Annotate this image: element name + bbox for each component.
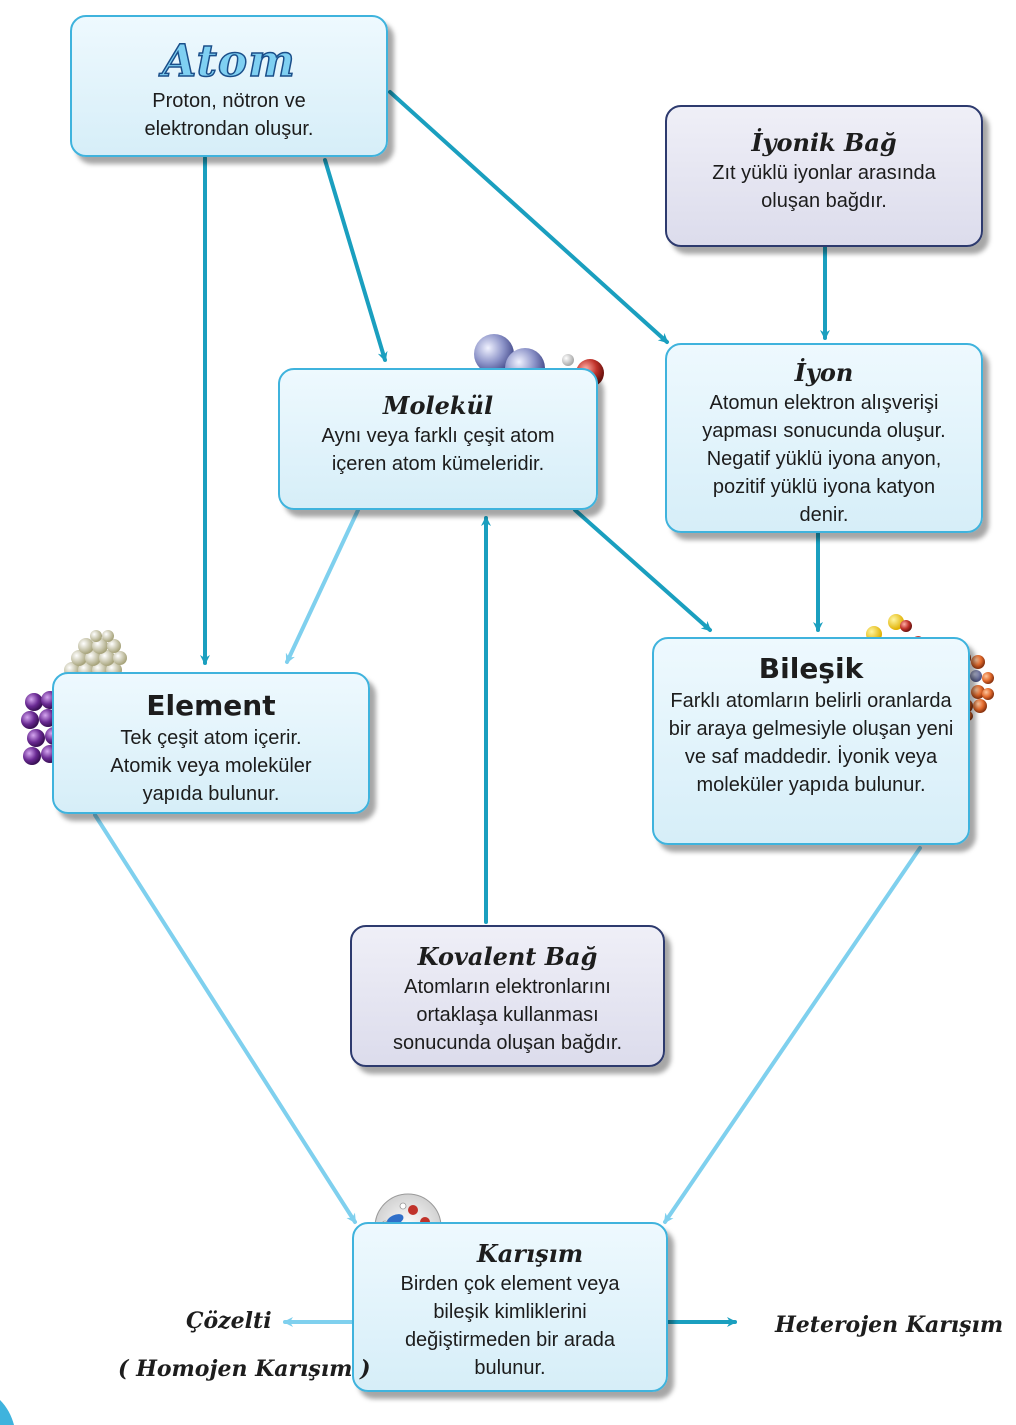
label-cozelti: Çözelti	[186, 1308, 272, 1334]
node-molekul-title: Molekül	[382, 391, 494, 420]
corner-accent	[0, 1400, 14, 1425]
label-heterojen-karisim: Heterojen Karışım	[775, 1312, 1004, 1338]
node-karisim-desc: Birden çok element veya bileşik kimlikle…	[400, 1273, 620, 1379]
node-bilesik: Bileşik Farklı atomların belirli oranlar…	[652, 637, 970, 845]
node-element-title: Element	[146, 689, 276, 722]
node-iyonik-bag-desc: Zıt yüklü iyonlar arasında oluşan bağdır…	[712, 162, 936, 212]
arrow-molekul-to-element	[285, 508, 360, 664]
node-iyon-title: İyon	[794, 358, 854, 387]
node-kovalent-bag: Kovalent Bağ Atomların elektronlarını or…	[350, 925, 665, 1067]
node-iyonik-bag-title: İyonik Bağ	[751, 128, 897, 157]
node-karisim: Karışım Birden çok element veya bileşik …	[352, 1222, 668, 1392]
node-atom-title: Atom	[161, 36, 296, 88]
node-molekul: Molekül Aynı veya farklı çeşit atom içer…	[278, 368, 598, 510]
node-iyon-desc: Atomun elektron alışverişi yapması sonuc…	[702, 392, 946, 526]
arrow-bilesik-to-karisim	[663, 846, 922, 1224]
node-atom: Atom Proton, nötron ve elektrondan oluşu…	[70, 15, 388, 157]
node-atom-desc: Proton, nötron ve elektrondan oluşur.	[144, 90, 314, 140]
node-karisim-title: Karışım	[476, 1239, 584, 1268]
node-kovalent-bag-desc: Atomların elektronlarını ortaklaşa kulla…	[392, 976, 623, 1054]
node-iyonik-bag: İyonik Bağ Zıt yüklü iyonlar arasında ol…	[665, 105, 983, 247]
node-bilesik-desc: Farklı atomların belirli oranlarda bir a…	[668, 690, 954, 796]
arrow-atom-to-iyon	[388, 90, 669, 344]
node-bilesik-title: Bileşik	[758, 652, 864, 685]
node-element-desc: Tek çeşit atom içerir. Atomik veya molek…	[110, 727, 312, 805]
node-kovalent-bag-title: Kovalent Bağ	[417, 942, 598, 971]
node-element: Element Tek çeşit atom içerir. Atomik ve…	[52, 672, 370, 814]
arrow-element-to-karisim	[93, 813, 357, 1224]
atomic-structure-icon	[64, 630, 127, 678]
label-homojen-karisim: ( Homojen Karışım )	[118, 1356, 371, 1382]
node-molekul-desc: Aynı veya farklı çeşit atom içeren atom …	[321, 425, 555, 475]
arrow-molekul-to-bilesik	[573, 508, 712, 632]
node-iyon: İyon Atomun elektron alışverişi yapması …	[665, 343, 983, 533]
arrow-atom-to-molekul	[323, 158, 388, 362]
